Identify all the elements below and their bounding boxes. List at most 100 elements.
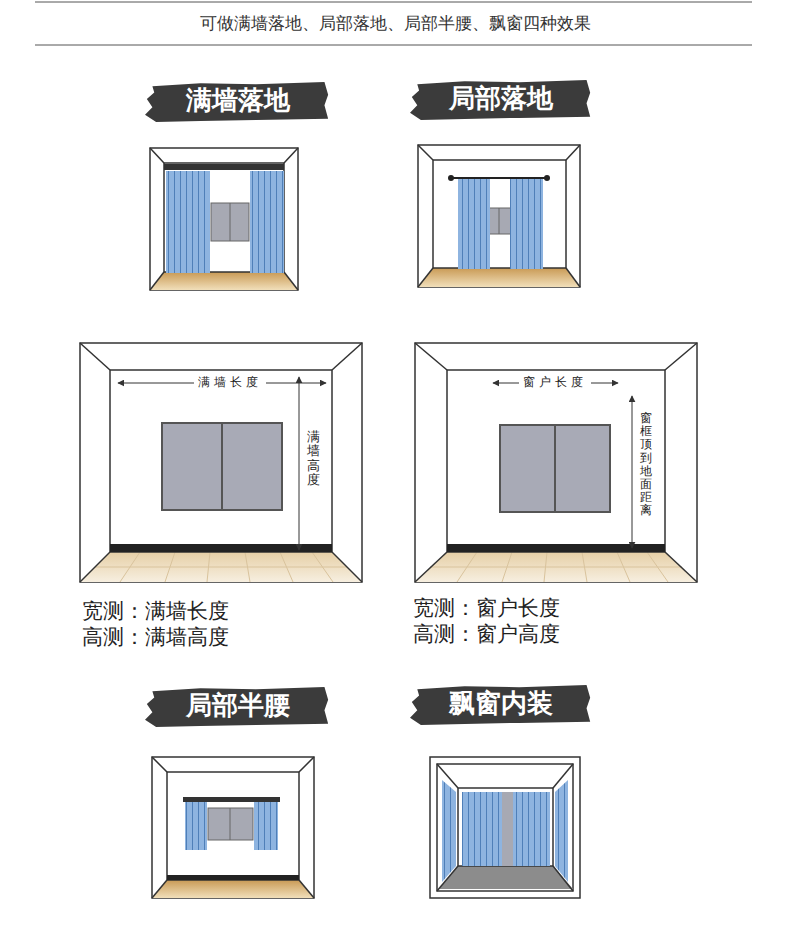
brush-banner <box>145 687 328 727</box>
room-measure-window-part-part <box>430 567 682 568</box>
room-bay-window-part <box>439 866 573 889</box>
room-measure-wall-part <box>332 552 362 582</box>
room-measure-wall <box>80 343 362 582</box>
room-half-waist-part <box>152 757 314 898</box>
room-partial-floor-part <box>486 208 513 234</box>
room-measure-window <box>415 343 697 582</box>
page-title: 可做满墙落地、局部落地、局部半腰、飘窗四种效果 <box>200 12 591 35</box>
room-measure-wall-part <box>80 343 362 582</box>
room-full-wall-part <box>150 272 164 290</box>
measure-note: 高测：满墙高度 <box>82 623 229 651</box>
room-measure-window-part <box>632 396 633 548</box>
dimension-label: 满墙长度 <box>194 376 266 389</box>
room-partial-floor <box>418 145 580 287</box>
room-measure-wall-part <box>299 377 300 550</box>
banner-text: 局部半腰 <box>186 690 290 721</box>
room-bay-window-part <box>437 764 458 788</box>
room-partial-floor-part <box>566 268 580 287</box>
banner-text: 满墙落地 <box>186 85 290 116</box>
room-bay-window-part <box>442 780 456 882</box>
dimension-label: 窗框顶到地面距离 <box>640 412 652 518</box>
room-half-waist-part <box>152 880 167 898</box>
room-half-waist-part <box>230 808 231 840</box>
room-partial-floor-part <box>566 145 580 160</box>
room-half-waist-part <box>167 875 299 880</box>
room-partial-floor-part <box>418 268 433 287</box>
room-measure-window-part <box>415 552 447 582</box>
room-measure-wall-part <box>95 552 347 582</box>
dimension-label: 窗户长度 <box>519 376 591 389</box>
room-measure-wall-part <box>110 370 332 552</box>
measure-note: 宽测：满墙长度 <box>82 597 229 625</box>
banner-label: 局部落地 <box>410 78 592 120</box>
room-measure-window-part <box>430 552 682 582</box>
banner-label: 局部半腰 <box>145 685 330 727</box>
measure-note: 宽测：窗户长度 <box>413 594 560 622</box>
room-measure-wall-part <box>221 423 223 510</box>
room-bay-window-part <box>513 792 550 866</box>
room-measure-window-part <box>447 370 665 552</box>
room-measure-wall-part <box>80 343 110 370</box>
title-rule-part <box>35 2 752 3</box>
room-full-wall-part <box>150 148 298 290</box>
room-full-wall-part <box>284 272 298 290</box>
room-partial-floor-part <box>544 175 550 181</box>
room-partial-floor-part <box>433 160 566 268</box>
title-rule <box>35 2 752 45</box>
room-partial-floor-part <box>458 179 490 269</box>
banner-text: 局部落地 <box>449 83 553 114</box>
room-half-waist <box>152 757 314 898</box>
room-measure-wall-part <box>332 343 362 370</box>
room-full-wall-part <box>150 148 164 163</box>
room-bay-window-part <box>502 792 513 866</box>
room-half-waist-part <box>254 802 278 850</box>
room-measure-window-part <box>665 343 697 370</box>
banner-label: 满墙落地 <box>145 80 330 122</box>
room-full-wall-part <box>250 171 284 273</box>
room-bay-window-part <box>555 780 568 882</box>
room-half-waist-part <box>167 772 299 880</box>
room-half-waist-part <box>152 880 314 898</box>
brush-banner <box>410 80 590 120</box>
room-half-waist-part <box>152 757 167 772</box>
measure-note: 高测：窗户高度 <box>413 620 560 648</box>
room-bay-window <box>430 757 580 898</box>
room-full-wall-part <box>211 203 249 241</box>
room-half-waist-part <box>299 880 314 898</box>
dimension-label: 满墙高度 <box>307 430 320 487</box>
room-partial-floor-part <box>452 177 546 179</box>
room-partial-floor-part <box>448 175 454 181</box>
room-full-wall-part <box>150 272 298 290</box>
room-partial-floor-part <box>499 208 500 234</box>
room-bay-window-part <box>458 788 553 866</box>
room-half-waist-part <box>183 797 280 802</box>
room-half-waist-part <box>185 802 207 850</box>
room-half-waist-part <box>208 808 253 840</box>
room-full-wall-part <box>166 171 210 273</box>
room-full-wall-part <box>164 164 284 170</box>
room-bay-window-part <box>430 757 580 898</box>
room-measure-window-part <box>415 343 697 582</box>
room-measure-window-part <box>415 552 697 582</box>
banner-label: 飘窗内装 <box>410 683 592 725</box>
room-partial-floor-part <box>418 145 580 287</box>
title-rule-part <box>35 45 752 46</box>
room-measure-window-part <box>665 552 697 582</box>
room-half-waist-part <box>299 757 314 772</box>
room-measure-window-part <box>500 425 610 512</box>
room-measure-wall-part <box>162 423 282 510</box>
room-measure-wall-part <box>80 552 362 582</box>
brush-banner <box>410 685 590 725</box>
room-measure-window-part <box>554 425 556 512</box>
brush-banner <box>145 82 328 122</box>
room-partial-floor-part <box>510 179 543 269</box>
room-full-wall-part <box>164 163 284 272</box>
room-partial-floor-part <box>418 145 433 160</box>
room-bay-window-part <box>462 792 502 866</box>
room-full-wall-part <box>284 148 298 163</box>
room-partial-floor-part <box>418 268 580 287</box>
room-measure-wall-part-part <box>95 567 347 568</box>
room-bay-window-part <box>553 764 573 788</box>
